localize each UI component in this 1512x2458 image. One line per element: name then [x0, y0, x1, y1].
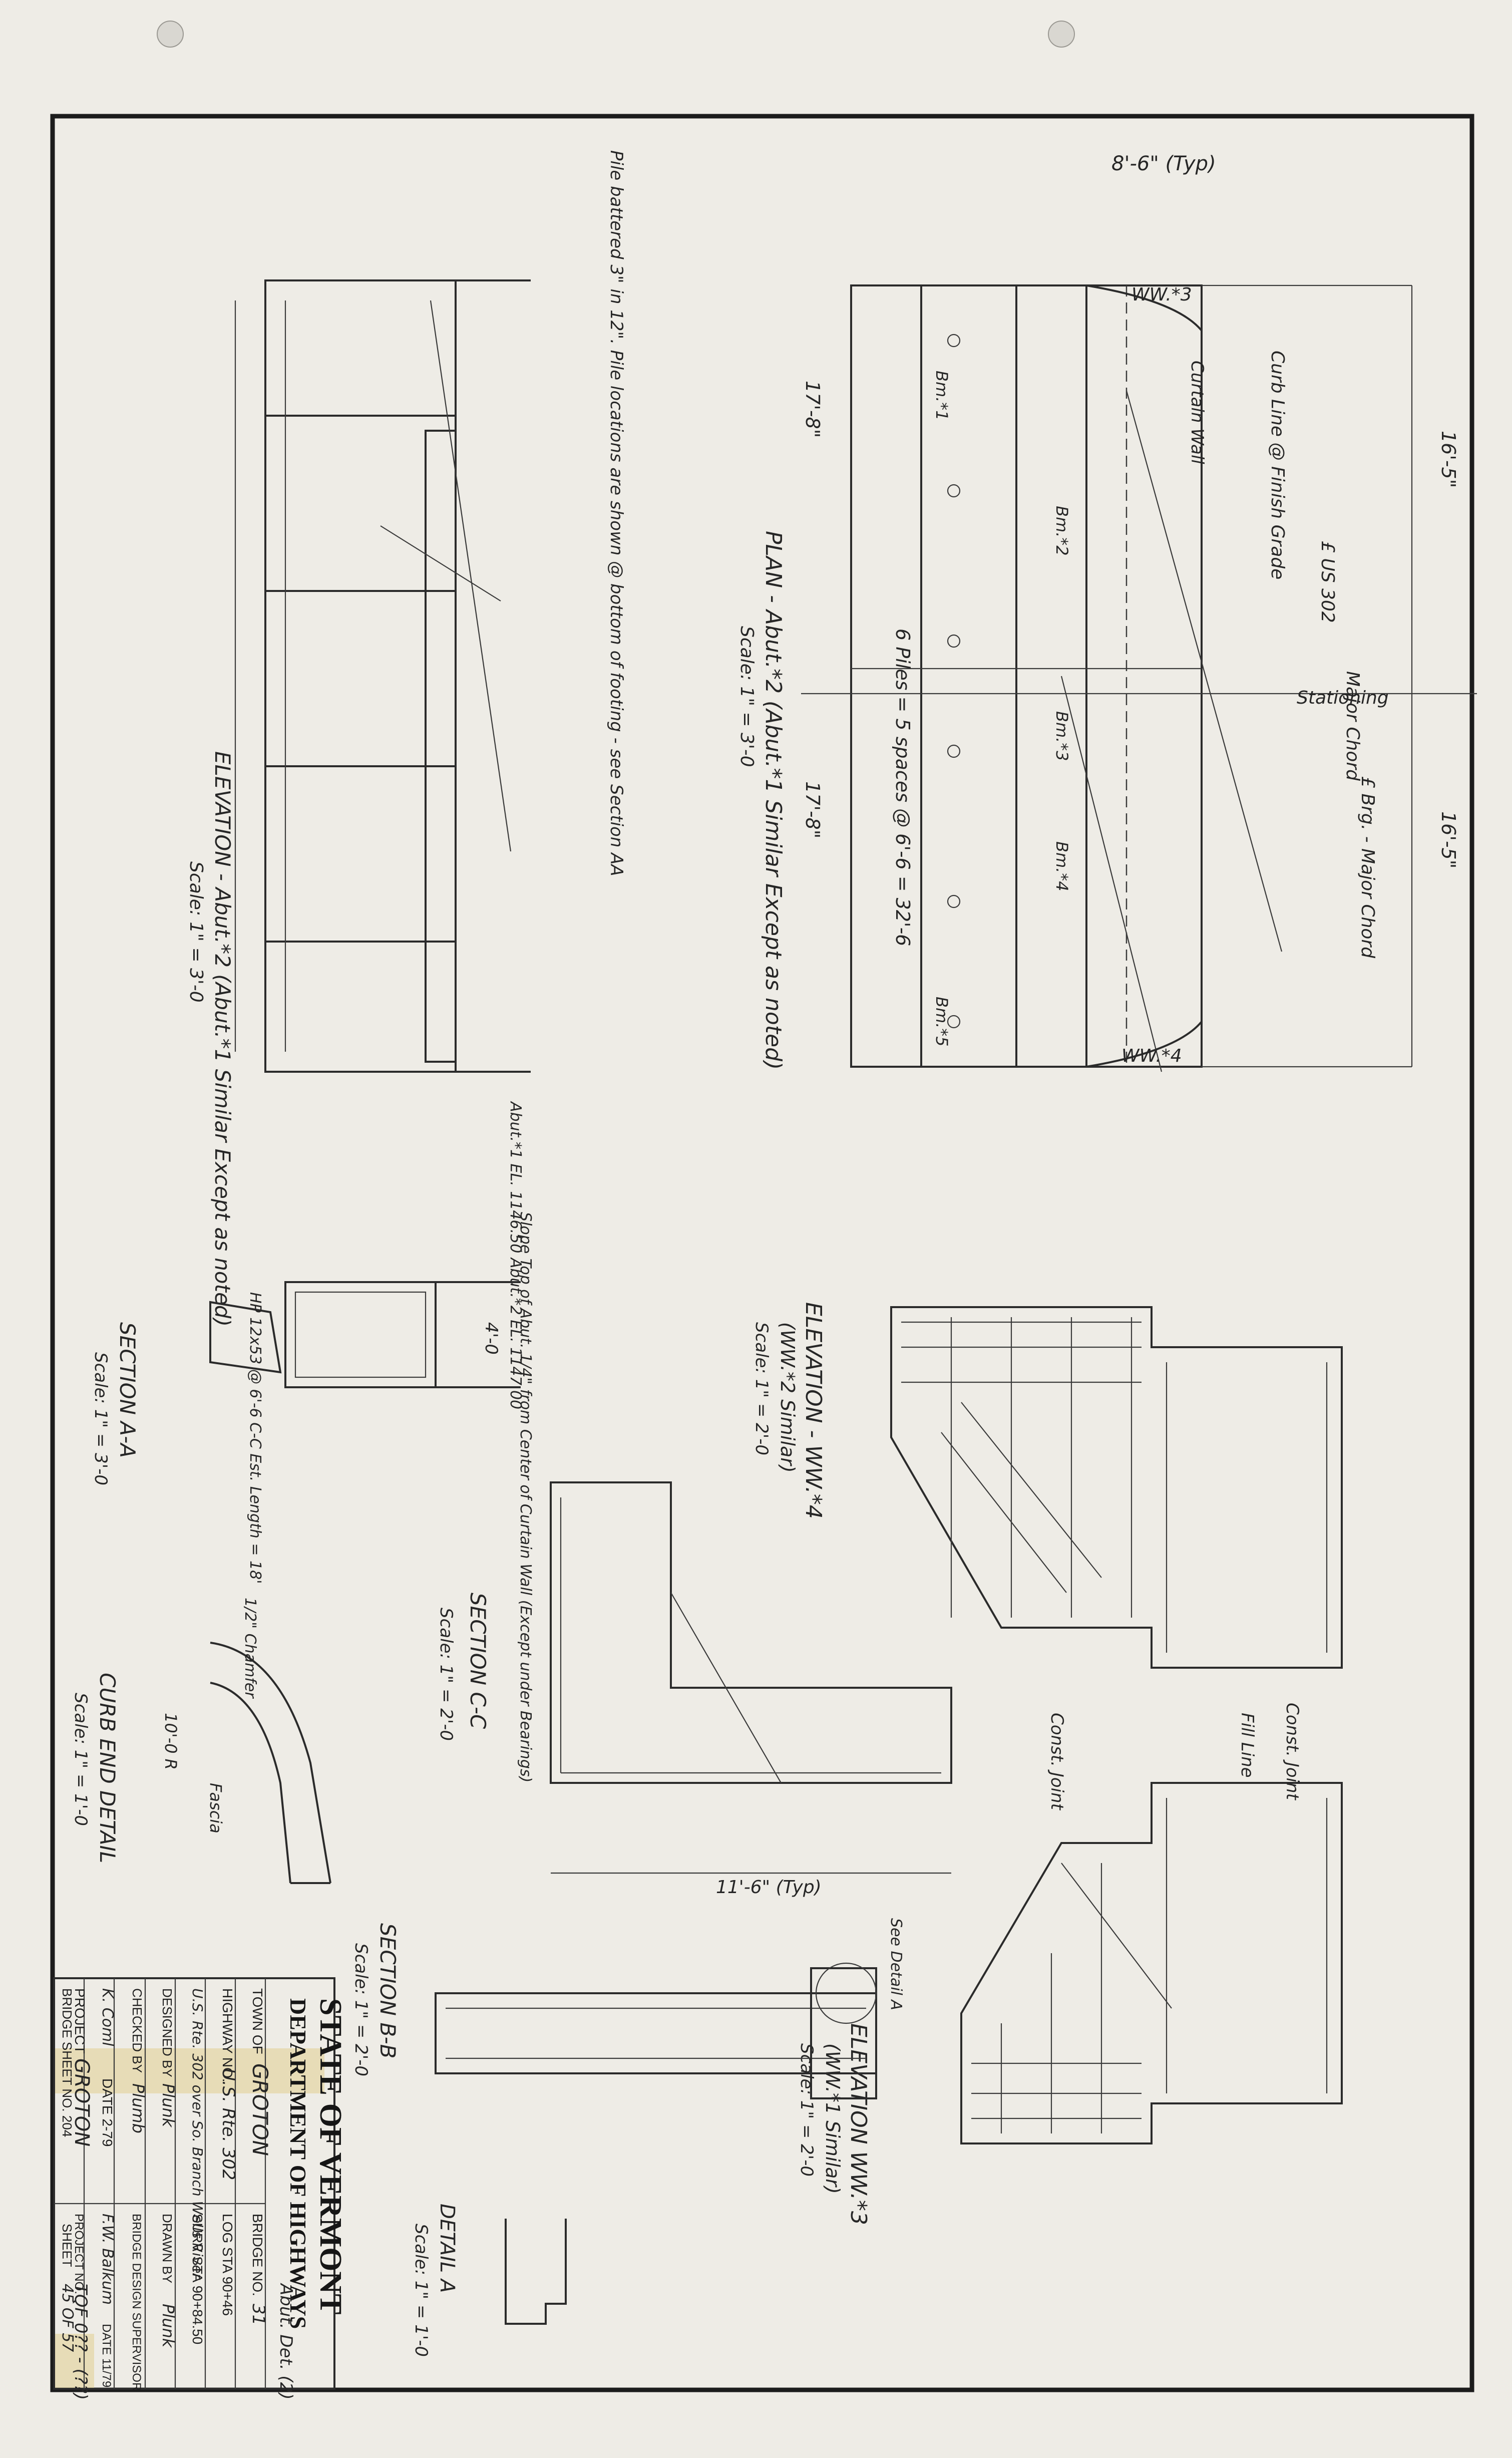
tb-bridge-no-label: BRIDGE NO.	[250, 2214, 265, 2296]
bm2-label: Bm.*2	[1052, 506, 1071, 556]
tb-designed-by: Plunk	[159, 2083, 178, 2128]
elevation-ww4-title: ELEVATION - WW.*4	[801, 1302, 826, 1519]
bm3-label: Bm.*3	[1052, 711, 1071, 761]
curtain-wall-label: Curtain Wall	[1187, 361, 1207, 464]
punch-hole	[1048, 21, 1075, 48]
tb-highway: U.S. Rte. 302	[218, 2068, 238, 2180]
tb-supervisor: F.W. Balkum	[99, 2214, 116, 2305]
fill-line-label: Fill Line	[1237, 1713, 1257, 1778]
tb-date2: DATE 11/79	[100, 2324, 113, 2387]
abut-el-label: Abut.*1 EL. 1146.50 Abut.*2 EL. 1147.00	[507, 1101, 524, 1409]
tb-date: DATE 2-79	[100, 2078, 115, 2146]
elevation-ww4-scale: Scale: 1" = 2'-0	[751, 1322, 772, 1455]
bm5-label: Bm.*5	[932, 997, 951, 1047]
bm1-label: Bm.*1	[932, 371, 951, 421]
detail-a-title: DETAIL A	[436, 2204, 459, 2293]
plan-abut-title: PLAN - Abut.*2 (Abut.*1 Similar Except a…	[761, 531, 786, 1070]
plan-dim-8-6: 8'-6" (Typ)	[1111, 152, 1216, 175]
sheet-border	[50, 114, 1474, 2392]
elevation-ww3-view: ELEVATION WW.*3 (WW.*1 Similar) Scale: 1…	[797, 1703, 1343, 2225]
elevation-abut-scale: Scale: 1" = 3'-0	[186, 861, 206, 1003]
section-cc-scale: Scale: 1" = 2'-0	[436, 1608, 456, 1741]
section-aa-view: SECTION A-A Scale: 1" = 3'-0 4'-0 HP 12x…	[91, 1212, 534, 1782]
plan-dim-16-5: 16'-5"	[1437, 431, 1459, 488]
ww3-label: WW.*3	[1131, 284, 1192, 305]
fascia-label: Fascia	[206, 1783, 225, 1833]
detail-a-view: DETAIL A Scale: 1" = 1'-0	[411, 2204, 567, 2357]
curb-end-scale: Scale: 1" = 1'-0	[71, 1693, 91, 1826]
plan-piles-label: 6 Piles = 5 spaces @ 6'-6 = 32'-6	[892, 629, 914, 946]
tb-designed-label: DESIGNED BY	[160, 1988, 175, 2077]
plan-dim-16-5b: 16'-5"	[1437, 811, 1459, 868]
section-cc-view: SECTION C-C Scale: 1" = 2'-0 11'-6" (Typ…	[436, 1481, 952, 1898]
tb-highway-label: HIGHWAY NO.	[220, 1988, 235, 2082]
tb-log-sta: LOG STA 90+46	[220, 2214, 235, 2316]
pile-note: Pile battered 3" in 12". Pile locations …	[606, 150, 626, 876]
see-detail-a: See Detail A	[887, 1918, 905, 2010]
chamfer-label: 1/2" Chamfer	[241, 1598, 259, 1699]
tb-sheet-label: SHEET	[60, 2224, 75, 2267]
section-bb-view: SECTION B-B Scale: 1" = 2'-0 See Detail …	[351, 1918, 905, 2099]
stationing-label: Stationing	[1297, 688, 1389, 708]
curb-end-detail-view: CURB END DETAIL Scale: 1" = 1'-0 10'-0 R…	[71, 1598, 331, 1884]
elevation-ww4-view: ELEVATION - WW.*4 (WW.*2 Similar) Scale:…	[751, 1302, 1343, 1669]
elevation-ww3-title: ELEVATION WW.*3	[846, 2023, 871, 2225]
section-aa-title: SECTION A-A	[115, 1322, 140, 1458]
const-joint-label-2: Const. Joint	[1047, 1713, 1067, 1811]
tb-comm: K. Coml	[99, 1988, 116, 2046]
plan-abut-view: 6 Piles = 5 spaces @ 6'-6 = 32'-6 17'-8"…	[736, 152, 1477, 1072]
tb-checked-by: Plumb	[129, 2083, 148, 2133]
tb-checked-label: CHECKED BY	[130, 1988, 145, 2073]
elevation-ww3-scale: Scale: 1" = 2'-0	[797, 2043, 817, 2177]
ww4-label: WW.*4	[1121, 1046, 1182, 1066]
us302-label: £ US 302	[1317, 541, 1338, 623]
tb-over: U.S. Rte. 302 over So. Branch Wells Rive…	[189, 1988, 206, 2280]
tb-project-no: TQF 0?? - (??)	[71, 2284, 91, 2400]
tb-town: GROTON	[248, 2063, 272, 2156]
major-chord-label: Major Chord	[1342, 671, 1363, 781]
curb-line-label: Curb Line @ Finish Grade	[1267, 351, 1288, 579]
slope-note: Slope Top of Abut. 1/4" from Center of C…	[517, 1212, 534, 1782]
section-cc-title: SECTION C-C	[466, 1593, 490, 1729]
tb-project-no-label: PROJECT NO.	[72, 2214, 86, 2294]
elevation-abut-view: ELEVATION - Abut.*2 (Abut.*1 Similar Exc…	[186, 279, 531, 1409]
plan-dim-17-8b: 17'-8"	[802, 781, 824, 838]
punch-hole	[157, 21, 184, 48]
tb-project: GROTON	[70, 2058, 93, 2146]
tb-drawn-by: Plunk	[159, 2304, 178, 2348]
tb-sheet: 45 OF 57	[59, 2284, 76, 2352]
section-aa-scale: Scale: 1" = 3'-0	[91, 1352, 111, 1485]
tb-dept: DEPARTMENT OF HIGHWAYS	[285, 1998, 311, 2329]
tb-drawn-label: DRAWN BY	[160, 2214, 175, 2283]
elevation-ww4-sub: (WW.*2 Similar)	[777, 1322, 799, 1473]
section-bb-scale: Scale: 1" = 2'-0	[351, 1943, 371, 2076]
title-block: STATE OF VERMONT DEPARTMENT OF HIGHWAYS …	[53, 1977, 347, 2400]
tb-supervisor-label: BRIDGE DESIGN SUPERVISOR	[130, 2214, 143, 2391]
plan-abut-scale: Scale: 1" = 3'-0	[736, 626, 757, 767]
tb-bridge-sheet: BRIDGE SHEET NO. 204	[60, 1988, 75, 2137]
dim-11-6: 11'-6" (Typ)	[716, 1877, 822, 1898]
section-bb-title: SECTION B-B	[375, 1923, 400, 2058]
tb-project-label: PROJECT	[72, 1988, 88, 2054]
tb-surv-sta: SURV STA 90+84.50	[190, 2214, 205, 2344]
curb-end-title: CURB END DETAIL	[95, 1673, 120, 1863]
tb-bridge-no: 31	[248, 2304, 268, 2325]
tb-state: STATE OF VERMONT	[313, 1998, 347, 2315]
bm4-label: Bm.*4	[1052, 841, 1071, 891]
plan-dim-17-8: 17'-8"	[802, 381, 824, 438]
tb-town-label: TOWN OF	[250, 1988, 265, 2054]
elevation-abut-title: ELEVATION - Abut.*2 (Abut.*1 Similar Exc…	[210, 751, 235, 1327]
detail-a-scale: Scale: 1" = 1'-0	[411, 2224, 431, 2357]
brg-major-chord-label: £ Brg. - Major Chord	[1357, 776, 1378, 959]
elevation-ww3-sub: (WW.*1 Similar)	[822, 2043, 844, 2194]
tb-drawing-title: Abut. Det. (2)	[276, 2283, 296, 2400]
hp-note: HP 12x53 @ 6'-6 C-C Est. Length = 18'	[246, 1292, 264, 1584]
radius-label: 10'-0 R	[161, 1713, 180, 1770]
const-joint-label: Const. Joint	[1282, 1703, 1302, 1801]
dim-4-0: 4'-0	[481, 1322, 501, 1355]
